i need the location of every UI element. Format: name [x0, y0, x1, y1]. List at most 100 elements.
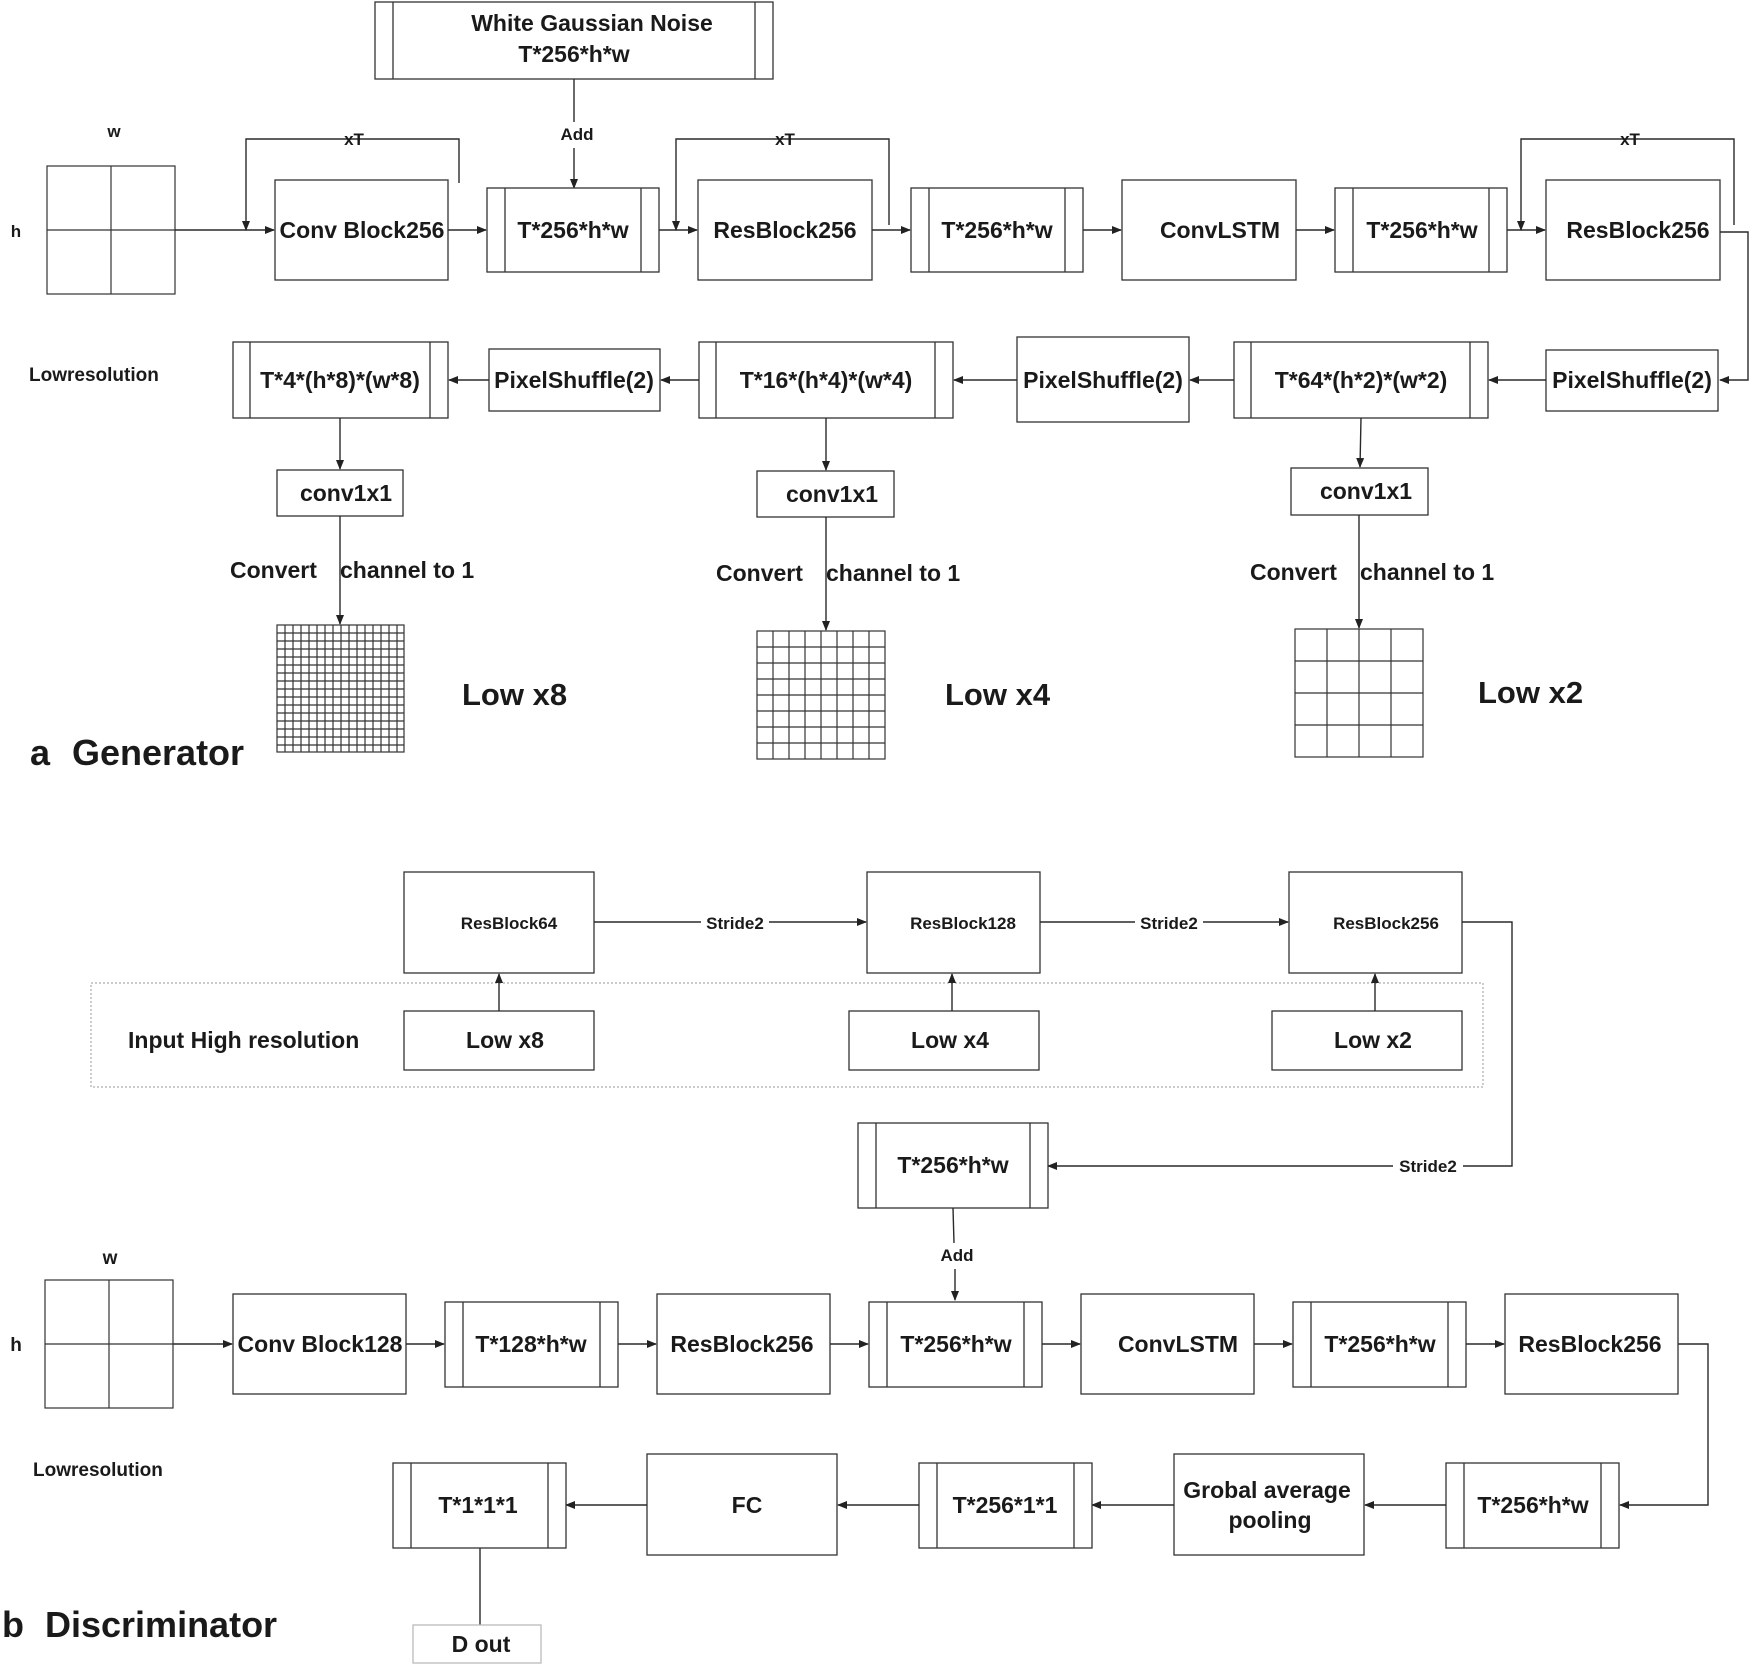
svg-text:Low x2: Low x2 — [1334, 1027, 1412, 1053]
gen-loop-label-2: xT — [775, 130, 795, 149]
disc-resblock64: ResBlock64 — [403, 871, 595, 974]
svg-text:D out: D out — [452, 1631, 511, 1657]
disc-tensor-pooled: T*256*1*1 — [918, 1462, 1093, 1549]
disc-resblock256-a: ResBlock256 — [656, 1293, 831, 1395]
gen-input-h-label: h — [11, 222, 21, 241]
gen-caption-letter: a — [30, 732, 51, 773]
svg-text:T*16*(h*4)*(w*4): T*16*(h*4)*(w*4) — [740, 367, 913, 393]
gen-convert-x8-b: channel to 1 — [340, 557, 474, 583]
svg-text:T*256*h*w: T*256*h*w — [941, 217, 1052, 243]
svg-text:PixelShuffle(2): PixelShuffle(2) — [1023, 367, 1183, 393]
svg-text:FC: FC — [732, 1492, 763, 1518]
disc-input-w-label: w — [102, 1248, 118, 1269]
gen-convert-x4-b: channel to 1 — [826, 560, 960, 586]
svg-text:ResBlock64: ResBlock64 — [461, 914, 558, 933]
gen-output-x2-label: Low x2 — [1478, 675, 1583, 710]
disc-input-grid — [44, 1279, 174, 1409]
disc-stride-label-1: Stride2 — [706, 914, 764, 933]
disc-resblock256-top: ResBlock256 — [1288, 871, 1463, 974]
svg-text:T*256*h*w: T*256*h*w — [517, 217, 628, 243]
svg-text:ResBlock256: ResBlock256 — [713, 217, 856, 243]
disc-convlstm: ConvLSTM — [1080, 1293, 1255, 1395]
svg-text:conv1x1: conv1x1 — [300, 480, 392, 506]
svg-text:Conv Block128: Conv Block128 — [238, 1331, 403, 1357]
generator-section: White Gaussian Noise T*256*h*w Add w h L… — [11, 1, 1749, 773]
disc-tensor-256-add: T*256*h*w — [868, 1301, 1043, 1388]
svg-text:T*256*h*w: T*256*h*w — [897, 1152, 1008, 1178]
disc-tensor-256-top: T*256*h*w — [857, 1122, 1049, 1209]
gen-loop-label-1: xT — [344, 130, 364, 149]
svg-text:T*256*h*w: T*256*h*w — [1366, 217, 1477, 243]
gen-tensor-x2: T*64*(h*2)*(w*2) — [1233, 341, 1489, 419]
gen-tensor-x4: T*16*(h*4)*(w*4) — [698, 341, 954, 419]
disc-caption-letter: b — [2, 1604, 24, 1645]
disc-tensor-128: T*128*h*w — [444, 1301, 619, 1388]
svg-text:ConvLSTM: ConvLSTM — [1160, 217, 1280, 243]
gen-input-label: Lowresolution — [29, 365, 159, 386]
disc-tensor-256-c: T*256*h*w — [1445, 1462, 1620, 1549]
svg-text:ConvLSTM: ConvLSTM — [1118, 1331, 1238, 1357]
svg-text:ResBlock128: ResBlock128 — [910, 914, 1016, 933]
gen-tensor-256-b: T*256*h*w — [910, 187, 1084, 273]
svg-text:T*64*(h*2)*(w*2): T*64*(h*2)*(w*2) — [1275, 367, 1448, 393]
svg-text:T*256*h*w: T*256*h*w — [1477, 1492, 1588, 1518]
gen-convert-x2-b: channel to 1 — [1360, 559, 1494, 585]
disc-convblock128: Conv Block128 — [232, 1293, 407, 1395]
svg-text:Grobal average: Grobal average — [1183, 1477, 1350, 1503]
discriminator-section: Input High resolution ResBlock64 Stride2… — [2, 871, 1709, 1664]
disc-caption: Discriminator — [45, 1604, 277, 1645]
svg-text:Low x4: Low x4 — [911, 1027, 989, 1053]
gen-input-grid — [46, 165, 176, 295]
svg-text:ResBlock256: ResBlock256 — [1566, 217, 1709, 243]
svg-text:conv1x1: conv1x1 — [786, 481, 878, 507]
gen-resblock256-b: ResBlock256 — [1545, 179, 1721, 281]
svg-text:T*128*h*w: T*128*h*w — [475, 1331, 586, 1357]
disc-input-h-label: h — [10, 1335, 22, 1356]
disc-fc: FC — [646, 1453, 838, 1556]
gen-resblock256-a: ResBlock256 — [697, 179, 873, 281]
disc-resblock256-b: ResBlock256 — [1504, 1293, 1679, 1395]
disc-input-x4: Low x4 — [848, 1010, 1040, 1071]
svg-text:Low x8: Low x8 — [466, 1027, 544, 1053]
gen-convert-x4-a: Convert — [716, 560, 803, 586]
gen-loop-label-3: xT — [1620, 130, 1640, 149]
svg-text:T*256*h*w: T*256*h*w — [900, 1331, 1011, 1357]
gen-pixelshuffle-3: PixelShuffle(2) — [488, 348, 661, 412]
gen-convert-x8-a: Convert — [230, 557, 317, 583]
disc-resblock128: ResBlock128 — [866, 871, 1041, 974]
gen-output-grid-x8 — [276, 624, 405, 753]
svg-text:Conv Block256: Conv Block256 — [280, 217, 445, 243]
gen-conv1x1-x4: conv1x1 — [756, 470, 895, 518]
disc-input-x8: Low x8 — [403, 1010, 595, 1071]
disc-dout: D out — [412, 1624, 542, 1664]
gen-output-grid-x4 — [756, 630, 886, 760]
gen-conv1x1-x2: conv1x1 — [1290, 467, 1429, 516]
disc-input-x2: Low x2 — [1271, 1010, 1463, 1071]
disc-input-label: Lowresolution — [33, 1460, 163, 1481]
svg-text:T*256*1*1: T*256*1*1 — [953, 1492, 1058, 1518]
disc-input-group-label: Input High resolution — [128, 1027, 359, 1053]
disc-add-label: Add — [940, 1246, 973, 1265]
gen-pixelshuffle-2: PixelShuffle(2) — [1016, 336, 1190, 423]
gen-output-grid-x2 — [1294, 628, 1424, 758]
gen-convlstm: ConvLSTM — [1121, 179, 1297, 281]
gen-conv1x1-x8: conv1x1 — [276, 469, 404, 517]
svg-text:PixelShuffle(2): PixelShuffle(2) — [1552, 367, 1712, 393]
disc-stride-label-2: Stride2 — [1140, 914, 1198, 933]
svg-text:ResBlock256: ResBlock256 — [1333, 914, 1439, 933]
svg-text:pooling: pooling — [1228, 1507, 1311, 1533]
gen-caption: Generator — [72, 732, 244, 773]
svg-text:T*256*h*w: T*256*h*w — [1324, 1331, 1435, 1357]
gen-tensor-256-a: T*256*h*w — [486, 187, 660, 273]
noise-shape: T*256*h*w — [518, 41, 629, 67]
noise-box: White Gaussian Noise T*256*h*w — [374, 1, 774, 80]
svg-text:T*4*(h*8)*(w*8): T*4*(h*8)*(w*8) — [260, 367, 420, 393]
disc-tensor-256-b: T*256*h*w — [1292, 1301, 1467, 1388]
disc-stride-label-3: Stride2 — [1399, 1157, 1457, 1176]
svg-text:ResBlock256: ResBlock256 — [670, 1331, 813, 1357]
gen-convblock256: Conv Block256 — [274, 179, 449, 281]
gen-pixelshuffle-1: PixelShuffle(2) — [1545, 349, 1719, 412]
svg-text:T*1*1*1: T*1*1*1 — [438, 1492, 517, 1518]
gen-output-x8-label: Low x8 — [462, 677, 567, 712]
